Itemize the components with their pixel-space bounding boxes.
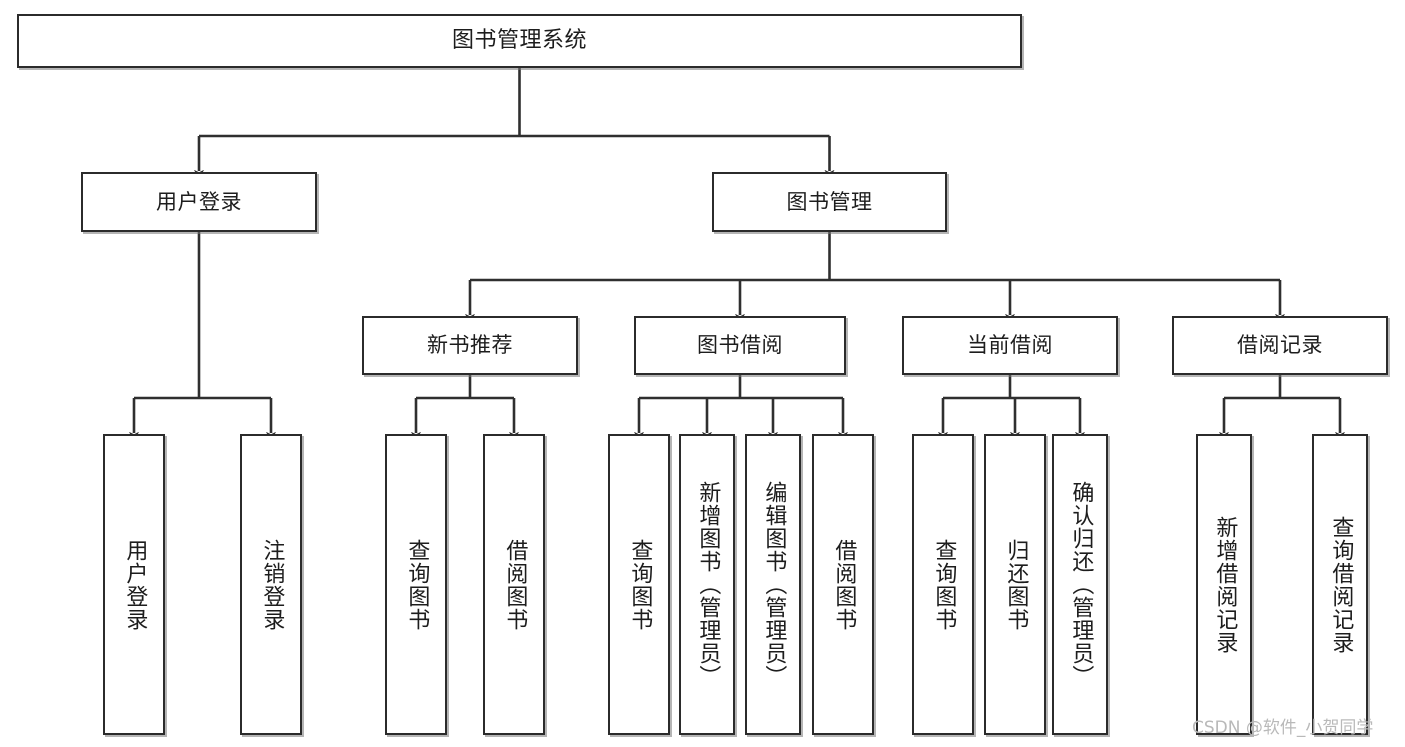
node-leaf-query-record-label: 查询借阅记录 [1328,515,1354,654]
node-book-borrow[interactable]: 图书借阅 [634,316,846,375]
node-leaf-logout[interactable]: 注销登录 [240,434,302,735]
node-leaf-add-record[interactable]: 新增借阅记录 [1196,434,1252,735]
node-leaf-return-book[interactable]: 归还图书 [984,434,1046,735]
node-book-manage[interactable]: 图书管理 [712,172,947,232]
node-leaf-add-book-label: 新增图书（管理员） [695,481,721,688]
node-borrow-record[interactable]: 借阅记录 [1172,316,1388,375]
node-leaf-borrow-book-2[interactable]: 借阅图书 [812,434,874,735]
node-leaf-confirm-return-label: 确认归还（管理员） [1068,481,1094,688]
node-leaf-query-book-1-label: 查询图书 [404,538,430,631]
node-leaf-query-book-2[interactable]: 查询图书 [608,434,670,735]
node-new-book-rec-label: 新书推荐 [427,333,513,358]
node-leaf-edit-book-label: 编辑图书（管理员） [761,481,787,688]
node-current-borrow[interactable]: 当前借阅 [902,316,1118,375]
node-leaf-user-login-label: 用户登录 [122,538,148,631]
node-current-borrow-label: 当前借阅 [967,333,1053,358]
node-leaf-query-book-1[interactable]: 查询图书 [385,434,447,735]
node-leaf-borrow-book-1[interactable]: 借阅图书 [483,434,545,735]
node-book-manage-label: 图书管理 [786,189,873,214]
node-leaf-borrow-book-2-label: 借阅图书 [831,538,857,631]
node-root-label: 图书管理系统 [451,28,587,54]
node-leaf-query-record[interactable]: 查询借阅记录 [1312,434,1368,735]
node-leaf-edit-book[interactable]: 编辑图书（管理员） [745,434,801,735]
node-leaf-confirm-return[interactable]: 确认归还（管理员） [1052,434,1108,735]
node-user-login-label: 用户登录 [156,189,242,214]
node-leaf-query-book-3-label: 查询图书 [931,538,957,631]
node-new-book-rec[interactable]: 新书推荐 [362,316,578,375]
node-leaf-borrow-book-1-label: 借阅图书 [502,538,528,631]
node-leaf-logout-label: 注销登录 [259,538,285,631]
node-leaf-query-book-2-label: 查询图书 [627,538,653,631]
node-borrow-record-label: 借阅记录 [1237,333,1323,358]
node-root[interactable]: 图书管理系统 [17,14,1022,68]
node-leaf-query-book-3[interactable]: 查询图书 [912,434,974,735]
node-leaf-user-login[interactable]: 用户登录 [103,434,165,735]
node-user-login[interactable]: 用户登录 [81,172,317,232]
node-leaf-add-record-label: 新增借阅记录 [1212,515,1238,654]
csdn-watermark: CSDN @软件_小贺同学 [1192,718,1374,738]
node-leaf-add-book[interactable]: 新增图书（管理员） [679,434,735,735]
node-book-borrow-label: 图书借阅 [697,333,783,358]
node-leaf-return-book-label: 归还图书 [1003,538,1029,631]
